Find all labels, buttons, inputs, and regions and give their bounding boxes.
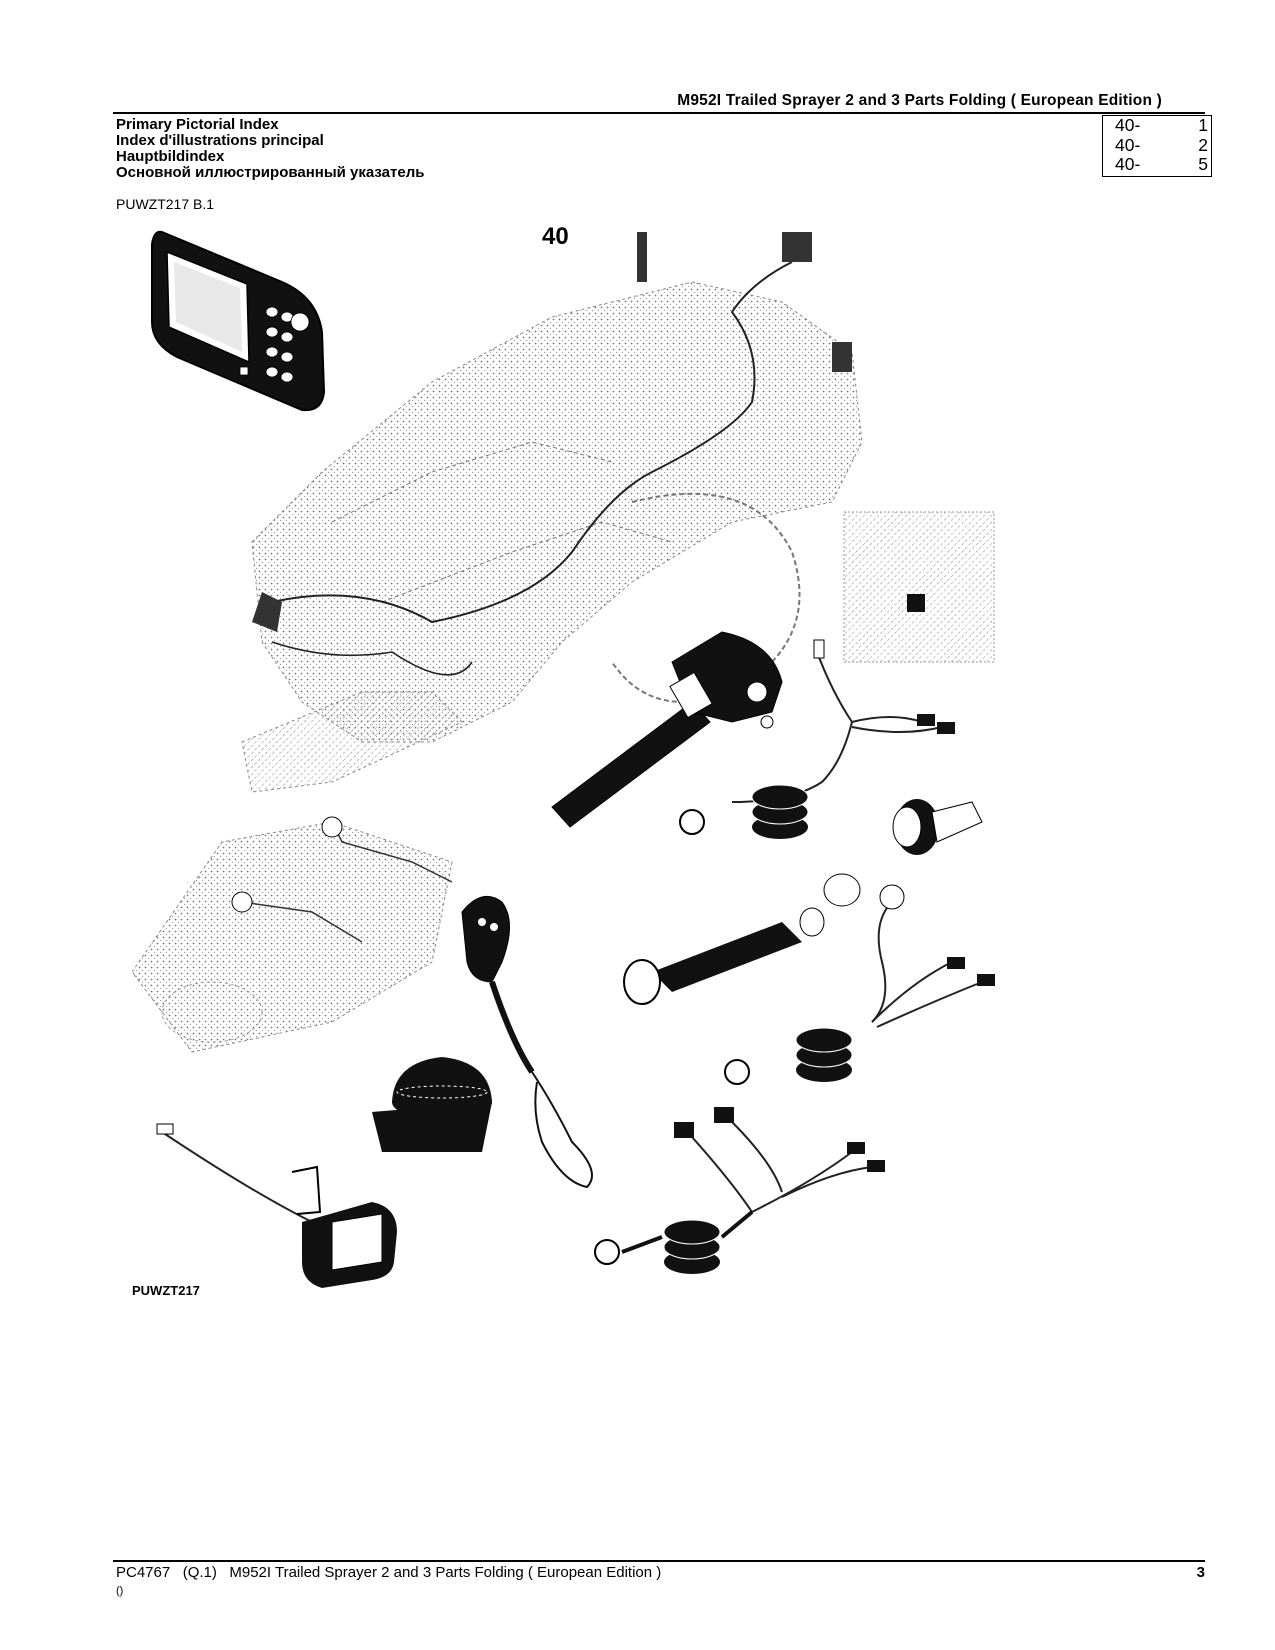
reference-group: 40- bbox=[1115, 154, 1141, 174]
harness-long-drawing[interactable] bbox=[623, 873, 861, 1005]
reference-row[interactable]: 40- 2 bbox=[1115, 134, 1209, 156]
index-heading-russian: Основной иллюстрированный указатель bbox=[116, 164, 425, 181]
image-code-label: PUWZT217 bbox=[132, 1283, 200, 1298]
actuator-drawing[interactable] bbox=[551, 631, 783, 828]
sprayer-machine-drawing bbox=[241, 232, 863, 793]
footer-sub: () bbox=[116, 1585, 124, 1597]
display-monitor-drawing[interactable] bbox=[151, 230, 326, 412]
reference-row[interactable]: 40- 1 bbox=[1115, 115, 1209, 136]
index-heading-english: Primary Pictorial Index bbox=[116, 116, 279, 133]
group-number-label: 40 bbox=[542, 223, 569, 250]
illustration-svg: 40 bbox=[132, 223, 995, 1298]
frame-wiring-drawing bbox=[132, 816, 453, 1053]
beacon-drawing[interactable] bbox=[372, 1057, 492, 1152]
reference-page: 2 bbox=[1198, 134, 1208, 155]
harness-multi-drawing[interactable] bbox=[594, 1107, 885, 1274]
page-number: 3 bbox=[1196, 1564, 1205, 1581]
work-light-drawing[interactable] bbox=[156, 1123, 397, 1288]
joystick-drawing[interactable] bbox=[461, 895, 593, 1189]
index-heading-german: Hauptbildindex bbox=[116, 148, 225, 165]
sensor-drawing[interactable] bbox=[892, 799, 983, 855]
reference-group: 40- bbox=[1115, 115, 1141, 135]
reference-page: 5 bbox=[1198, 154, 1208, 174]
reference-row[interactable]: 40- 5 bbox=[1115, 154, 1209, 175]
harness-coil-upper-drawing[interactable] bbox=[679, 639, 955, 839]
header-rule bbox=[113, 112, 1205, 114]
inset-detail-drawing bbox=[843, 511, 995, 663]
reference-group: 40- bbox=[1115, 134, 1141, 155]
reference-page: 1 bbox=[1198, 115, 1208, 135]
footer-rule bbox=[113, 1560, 1205, 1562]
parts-illustration: 40 bbox=[132, 222, 1064, 1350]
harness-coil-lower-drawing[interactable] bbox=[724, 884, 995, 1085]
reference-box: 40- 1 40- 2 40- 5 bbox=[1102, 115, 1212, 177]
figure-id: PUWZT217 B.1 bbox=[116, 196, 215, 212]
document-title: M952I Trailed Sprayer 2 and 3 Parts Fold… bbox=[677, 92, 1162, 109]
index-headings: Primary Pictorial Index Index d'illustra… bbox=[116, 117, 424, 181]
footer-text: PC4767 (Q.1) M952I Trailed Sprayer 2 and… bbox=[116, 1564, 662, 1581]
index-heading-french: Index d'illustrations principal bbox=[116, 132, 324, 149]
